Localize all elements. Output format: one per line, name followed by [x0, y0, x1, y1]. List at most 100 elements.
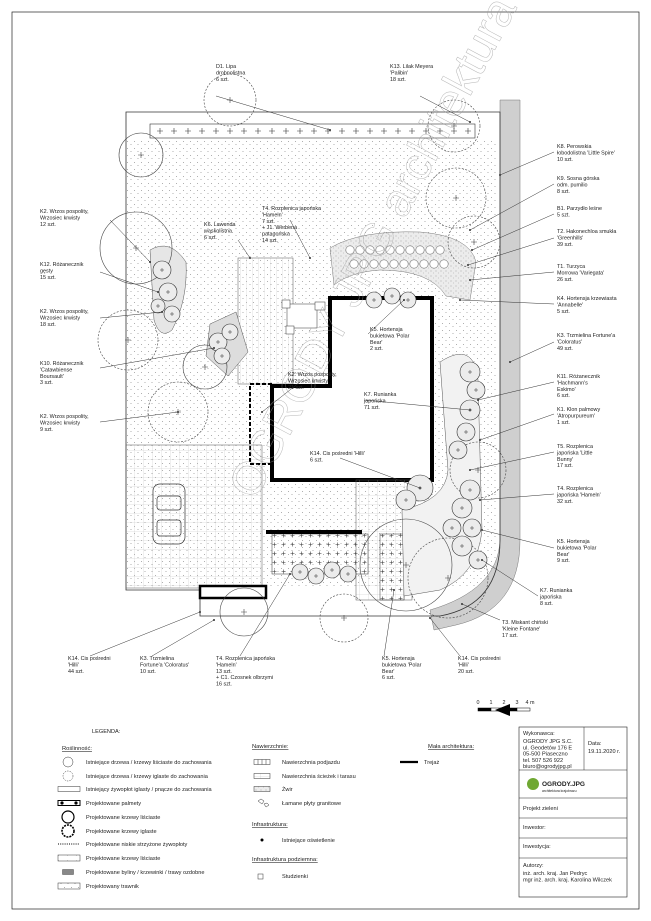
plant-label-line: 16 szt.: [216, 682, 232, 688]
plant-label-t2: T2. Hakonechloa smukła'Greenhills'39 szt…: [467, 229, 616, 266]
plant-label-line: K5. Hortensja: [557, 539, 590, 545]
legend-plant-item: Projektowane krzewy liściaste: [57, 854, 160, 862]
pine-shrub: [399, 259, 409, 269]
shrub-symbol: [150, 298, 166, 314]
plant-label-line: Bear': [557, 552, 569, 558]
pine-shrub: [435, 245, 445, 255]
plant-label-line: 20 szt.: [458, 669, 474, 675]
legend-arch-item: Trejaż: [400, 760, 440, 766]
plant-label-line: gęsty: [40, 268, 53, 274]
plant-label-line: 'Coloratus': [557, 339, 582, 345]
car-outline: [152, 483, 186, 545]
scale-tick-label: 0: [477, 700, 480, 706]
plant-label-k3r: K3. Trzmielina Fortune'a'Coloratus'49 sz…: [509, 333, 615, 363]
legend-infra-item: Istniejące oświetlenie: [260, 838, 335, 844]
plant-label-line: 'Atropurpureum': [557, 413, 595, 419]
plant-label-line: 'Greenhills': [557, 235, 583, 241]
plant-label-line: Wrzosiec krwisty: [288, 378, 328, 384]
shrub-symbol: [466, 380, 486, 400]
plant-label-line: 13 szt.: [216, 669, 232, 675]
plant-label-line: Bunny': [557, 457, 573, 463]
plant-label-line: 7 szt.: [262, 219, 275, 225]
plant-label-line: K12. Różanecznik: [40, 262, 84, 268]
plant-label-line: 12 szt.: [40, 222, 56, 228]
legend-plant-item: Projektowany trawnik: [57, 882, 139, 890]
plant-label-line: Wrzosiec krwisty: [40, 315, 80, 321]
shrub-symbol: [221, 323, 239, 341]
scale-tick-label: 4 m: [526, 700, 535, 706]
plant-label-line: 32 szt.: [557, 499, 573, 505]
hedge-top-marks: [157, 128, 471, 134]
tree-canopy: [407, 537, 489, 619]
plant-label-line: T2. Hakonechloa smukła: [557, 229, 616, 235]
pine-shrub: [409, 259, 419, 269]
plant-label-line: K2. Wrzos pospolity,: [40, 414, 89, 420]
plant-label-line: T4. Rozplenica: [557, 486, 593, 492]
front-wall: [198, 584, 268, 600]
plant-label-line: K14. Cis pośredni 'Hilli': [310, 451, 365, 457]
legend-plant-label: Istniejący żywopłot iglasty / pnącze do …: [86, 787, 213, 793]
shrub-symbol: [451, 535, 473, 557]
legend-title: LEGENDA:: [92, 729, 121, 735]
tree-canopy: [99, 211, 173, 285]
shrub-symbol: [307, 567, 325, 585]
pine-shrub: [345, 245, 355, 255]
plant-label-line: K14. Cis pośredni: [68, 656, 111, 662]
plant-label-t4b: T4. Rozplenica japońska'Hameln'13 szt.+ …: [216, 573, 291, 688]
plant-label-line: 49 szt.: [557, 346, 573, 352]
svg-text:architektura krajobrazu: architektura krajobrazu: [542, 789, 577, 793]
plant-label-line: K13. Lilak Meyera: [390, 64, 433, 70]
pergola: [249, 383, 273, 465]
shrub-symbol: [152, 260, 172, 280]
plant-label-line: K6. Lawenda: [204, 222, 235, 228]
plant-label-line: K8. Perowskia: [557, 144, 591, 150]
date-heading: Data:: [588, 741, 602, 747]
shrub-symbol: [451, 497, 473, 519]
plant-label-line: łobodolistna 'Little Spire': [557, 150, 615, 156]
plant-label-line: japońska: [539, 594, 562, 600]
plant-label-line: K3. Trzmielina: [140, 656, 174, 662]
gravel-border-strip: [429, 99, 521, 631]
tree-canopy: [219, 587, 269, 637]
plant-label-line: 5 szt.: [557, 309, 570, 315]
pine-shrub: [365, 245, 375, 255]
plant-label-line: bukietowa 'Polar: [382, 662, 422, 668]
contractor-heading: Wykonawca:: [523, 731, 555, 737]
site-plan: [97, 73, 521, 643]
date-value: 19.11.2020 r.: [588, 749, 621, 755]
legend-under-item: Studzienki: [257, 873, 308, 880]
plant-label-k14l: K14. Cis pośredni'Hilli'44 szt.: [68, 611, 201, 675]
plant-label-line: 71 szt.: [364, 405, 380, 411]
pine-shrub: [369, 259, 379, 269]
plant-label-line: japońska: [363, 398, 386, 404]
plant-label-line: Boursault': [40, 374, 64, 380]
tree-canopy: [118, 132, 164, 178]
plant-label-line: 6 szt.: [204, 235, 217, 241]
legend-plant-label: Istniejące drzewa / krzewy liściaste do …: [86, 760, 212, 766]
house-outline: [270, 296, 434, 482]
plant-label-k14b: K14. Cis pośredni'Hilli'20 szt.: [429, 617, 501, 675]
legend-plant-item: Istniejące drzewa / krzewy iglaste do za…: [62, 770, 209, 782]
rock-garden-shrubs: [345, 245, 449, 269]
shrub-symbol: [459, 361, 481, 383]
pine-shrub: [355, 245, 365, 255]
investor-label: Inwestor:: [523, 825, 546, 831]
legend-plant-item: Projektowane krzewy liściaste: [61, 810, 160, 824]
plant-label-line: K4. Hortensja krzewiasta: [557, 296, 617, 302]
tree-canopy: [319, 593, 369, 643]
plant-label-line: Bear': [382, 669, 394, 675]
plant-label-k1: K1. Klon palmowy'Atropurpureum'1 szt.: [479, 407, 600, 441]
plant-label-line: Bear': [370, 340, 382, 346]
plant-label-line: Wrzosiec krwisty: [40, 420, 80, 426]
